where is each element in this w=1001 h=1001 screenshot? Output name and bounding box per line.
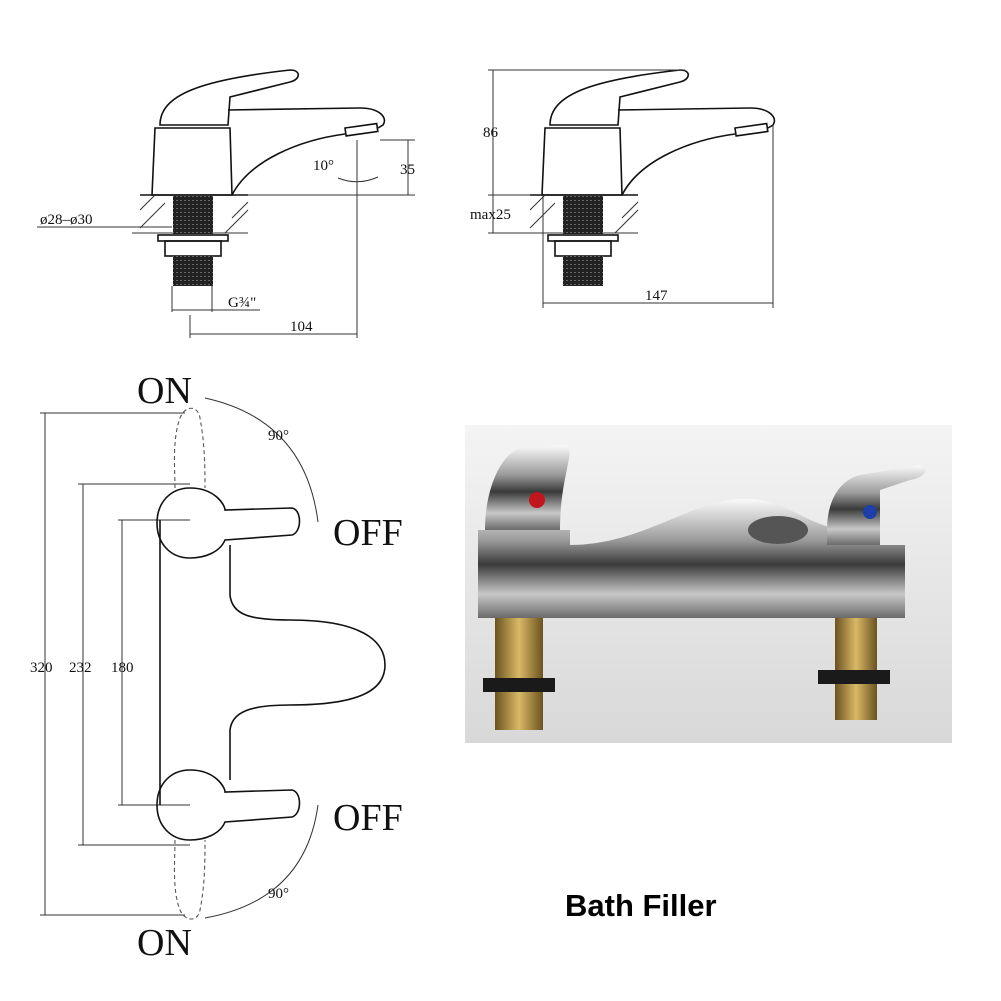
dim-overall-label: 320	[30, 660, 53, 676]
tap-outline-left	[131, 69, 386, 287]
angle-label: 10°	[313, 158, 334, 174]
on-top-label: ON	[137, 370, 192, 412]
dim-mid-label: 232	[69, 660, 92, 676]
reach-label: 104	[290, 319, 313, 335]
diameter-label: ø28–ø30	[40, 212, 93, 228]
side-view-right: 86 max25 147	[470, 69, 776, 308]
deck-label: max25	[470, 207, 511, 223]
height-label: 86	[483, 125, 499, 141]
thread-label: G¾"	[228, 295, 256, 311]
height-label: 35	[400, 162, 415, 178]
tap-outline-right	[521, 69, 776, 287]
off-bottom-label: OFF	[333, 797, 403, 839]
product-photo	[465, 425, 952, 743]
off-top-label: OFF	[333, 512, 403, 554]
plan-view: ON OFF OFF ON 90° 90° 320 232 180	[30, 370, 403, 964]
angle-top-label: 90°	[268, 428, 289, 444]
angle-bottom-label: 90°	[268, 886, 289, 902]
on-bottom-label: ON	[137, 922, 192, 964]
hot-indicator-icon	[529, 492, 545, 508]
dim-inner-label: 180	[111, 660, 134, 676]
cold-indicator-icon	[863, 505, 877, 519]
side-view-left: ø28–ø30 G¾" 104 35 10°	[37, 69, 415, 338]
length-label: 147	[645, 288, 668, 304]
caption-title: Bath Filler	[565, 888, 717, 923]
